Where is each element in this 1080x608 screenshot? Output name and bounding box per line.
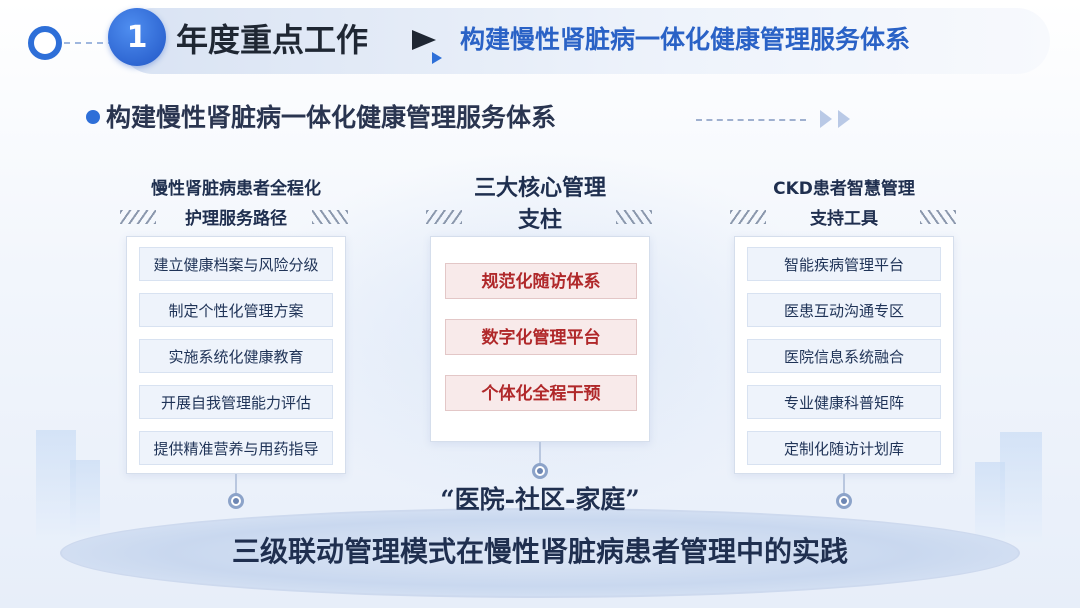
background-building [70,460,100,540]
connector-line [235,474,237,496]
page-title: 年度重点工作 [176,21,369,59]
background-building [975,462,1005,542]
left-column-heading-line2: 护理服务路径 [185,209,287,229]
list-item: 制定个性化管理方案 [139,293,333,327]
bullet-dot-icon [86,110,100,124]
center-column-heading-line1: 三大核心管理 [473,176,606,201]
hatch-decoration [920,210,956,224]
list-item: 开展自我管理能力评估 [139,385,333,419]
header-dashed-line [64,42,114,44]
right-column-heading-line1: CKD患者智慧管理 [773,179,915,199]
section-number-badge: 1 [108,8,166,66]
list-item: 建立健康档案与风险分级 [139,247,333,281]
header-bar [120,8,1050,74]
hatch-decoration [426,210,462,224]
hatch-decoration [616,210,652,224]
connector-node-icon [836,493,852,509]
bottom-platform [60,508,1020,598]
connector-line [539,442,541,466]
background-building [1000,432,1042,542]
hatch-decoration [730,210,766,224]
section-title: 构建慢性肾脏病一体化健康管理服务体系 [106,103,557,132]
hatch-decoration [120,210,156,224]
chevron-right-icon [820,110,832,128]
left-panel: 建立健康档案与风险分级 制定个性化管理方案 实施系统化健康教育 开展自我管理能力… [126,236,346,474]
connector-node-icon [532,463,548,479]
core-pillar-item: 数字化管理平台 [445,319,637,355]
chevron-right-icon [838,110,850,128]
arrow-right-icon [412,30,436,50]
connector-line [843,474,845,496]
list-item: 实施系统化健康教育 [139,339,333,373]
right-column-heading-line2: 支持工具 [810,209,878,229]
core-pillar-item: 规范化随访体系 [445,263,637,299]
background-building [36,430,76,540]
list-item: 提供精准营养与用药指导 [139,431,333,465]
bottom-title: 三级联动管理模式在慢性肾脏病患者管理中的实践 [231,535,848,568]
left-column-heading-line1: 慢性肾脏病患者全程化 [151,179,321,199]
center-panel: 规范化随访体系 数字化管理平台 个体化全程干预 [430,236,650,442]
right-panel: 智能疾病管理平台 医患互动沟通专区 医院信息系统融合 专业健康科普矩阵 定制化随… [734,236,954,474]
connector-node-icon [228,493,244,509]
center-column-heading-line2: 支柱 [517,208,562,233]
section-dashed-line [696,119,806,121]
list-item: 医患互动沟通专区 [747,293,941,327]
list-item: 定制化随访计划库 [747,431,941,465]
list-item: 智能疾病管理平台 [747,247,941,281]
page-subtitle: 构建慢性肾脏病一体化健康管理服务体系 [460,25,911,54]
header-ring-icon [28,26,62,60]
bottom-quote: “医院-社区-家庭” [440,485,640,514]
hatch-decoration [312,210,348,224]
small-arrow-icon [432,52,442,64]
list-item: 专业健康科普矩阵 [747,385,941,419]
core-pillar-item: 个体化全程干预 [445,375,637,411]
list-item: 医院信息系统融合 [747,339,941,373]
